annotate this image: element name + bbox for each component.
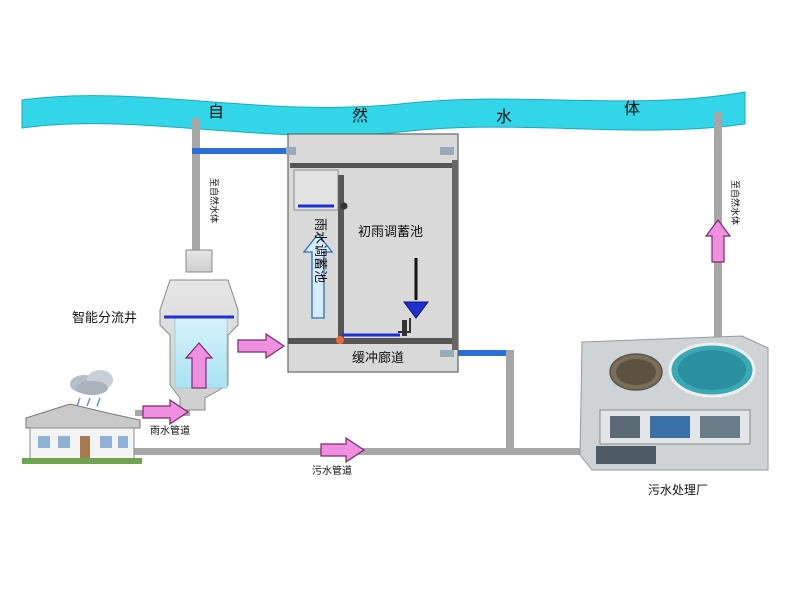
rain-storage-tank-label: 雨水调蓄池: [312, 218, 327, 283]
up-arrow-rain-tank: [302, 232, 334, 319]
river-band: [21, 91, 746, 136]
river-char-3: 水: [496, 107, 512, 126]
arrow-sewage-pipe: [320, 436, 366, 464]
sewage-plant-label: 污水处理厂: [648, 483, 708, 497]
to-natural-water-left: 至自然水体: [208, 178, 220, 223]
sewage-pipe-label: 污水管道: [312, 464, 352, 477]
sewage-plant-illustration: [579, 335, 769, 471]
smart-diverter-well-label: 智能分流井: [72, 311, 137, 326]
left-discharge-pipe: [192, 118, 200, 258]
arrow-rain-pipe: [142, 398, 190, 426]
house-illustration: [22, 370, 142, 464]
river-char-2: 然: [352, 106, 368, 125]
sewage-main-pipe: [130, 448, 600, 455]
to-natural-water-right: 至自然水体: [729, 180, 741, 225]
arrow-well-up: [184, 342, 214, 389]
initial-rain-tank-label: 初雨调蓄池: [358, 225, 423, 240]
arrow-well-to-tank: [237, 332, 286, 360]
river-char-4: 体: [624, 99, 640, 118]
arrow-right-up: [704, 219, 732, 263]
tank-overflow-pipe: [192, 148, 295, 154]
buffer-corridor-label: 缓冲廊道: [352, 350, 404, 366]
corridor-outlet-pipe-v: [506, 350, 514, 450]
river-char-1: 自: [208, 102, 224, 121]
rain-pipe-label: 雨水管道: [150, 424, 190, 437]
corridor-outlet-pipe-h: [455, 350, 511, 356]
